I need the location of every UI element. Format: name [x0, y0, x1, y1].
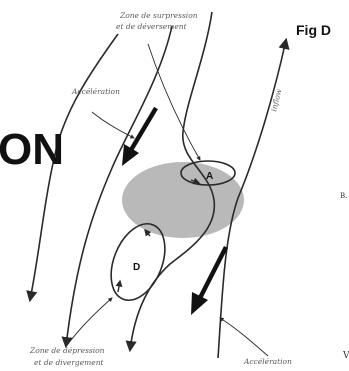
point-a-label: A [206, 171, 213, 182]
acceleration-arrow-top [131, 108, 156, 150]
cropped-heading: ON [0, 125, 64, 174]
label-surpression-line2: et de déversement [116, 22, 188, 31]
label-acceleration-bottom: Accélération [243, 357, 292, 366]
leader-surpression [148, 44, 200, 160]
label-depression-line1: Zone de dépression [29, 346, 105, 355]
figure-title: Fig D [296, 22, 331, 38]
leader-depression [68, 298, 112, 344]
point-d-label: D [133, 262, 140, 273]
loop-d-arrow [118, 281, 120, 292]
label-depression-line2: et de divergement [34, 358, 105, 367]
right-edge-letter: B. [340, 192, 347, 200]
label-surpression-line1: Zone de surpression [119, 11, 198, 20]
label-acceleration-top: Accélération [71, 87, 120, 96]
leader-acceleration-bottom [220, 318, 268, 356]
pressure-zone-blob [122, 162, 244, 238]
label-inflow: inflow [269, 87, 283, 112]
right-edge-bottom-letter: V [342, 351, 349, 361]
